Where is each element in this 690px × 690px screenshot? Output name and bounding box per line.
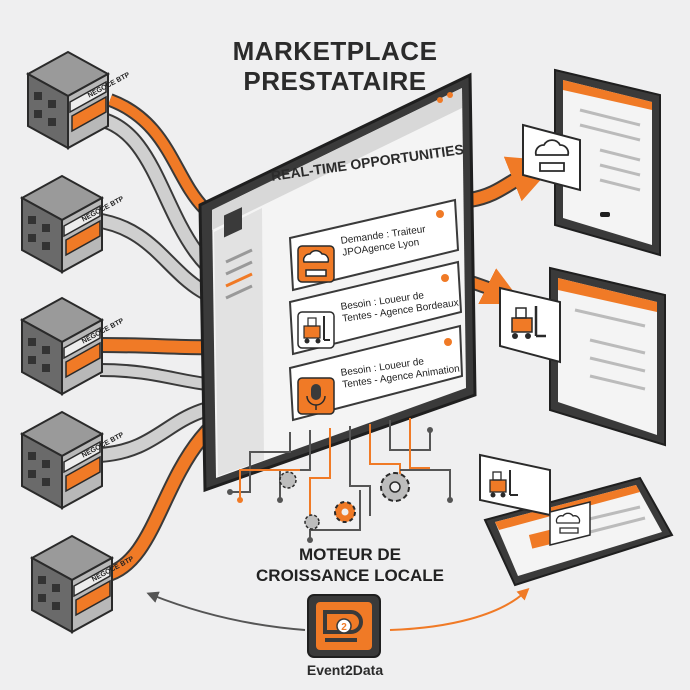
bell-icon — [441, 274, 449, 282]
gear-icon — [380, 472, 410, 502]
brand-name: Event2Data — [306, 662, 384, 678]
left-feedback-arrow — [146, 591, 306, 631]
store-building — [19, 174, 105, 274]
store-building — [25, 50, 111, 150]
gear-icon — [334, 501, 356, 523]
right-feedback-arrow — [389, 587, 530, 631]
gear-icon — [279, 471, 297, 489]
title-line1: MARKETPLACE — [232, 36, 438, 66]
opportunity-card[interactable] — [288, 324, 464, 422]
forklift-icon — [303, 316, 330, 344]
client-tablet — [499, 266, 666, 447]
bell-icon — [436, 210, 444, 218]
chef-hat-icon — [302, 249, 330, 277]
forklift-icon — [511, 306, 546, 339]
event2data-logo: 2 — [307, 594, 381, 658]
store-building — [19, 410, 105, 510]
opportunity-card[interactable] — [288, 198, 460, 292]
svg-text:2: 2 — [341, 622, 347, 633]
store-building — [29, 534, 115, 634]
engine-label: MOTEUR DE CROISSANCE LOCALE — [200, 544, 500, 586]
engine-line2: CROISSANCE LOCALE — [256, 566, 444, 585]
gear-icon — [304, 514, 320, 530]
title-line2: PRESTATAIRE — [243, 66, 427, 96]
microphone-icon — [306, 384, 326, 410]
page-title: MARKETPLACE PRESTATAIRE — [150, 36, 520, 96]
engine-line1: MOTEUR DE — [299, 545, 401, 564]
client-tablet — [479, 453, 674, 587]
opportunity-card[interactable] — [288, 260, 463, 356]
forklift-icon — [489, 470, 518, 498]
chef-hat-icon — [534, 139, 570, 172]
chef-hat-icon — [555, 512, 581, 534]
bell-icon — [444, 338, 452, 346]
client-tablet — [522, 68, 661, 257]
store-building — [19, 296, 105, 396]
